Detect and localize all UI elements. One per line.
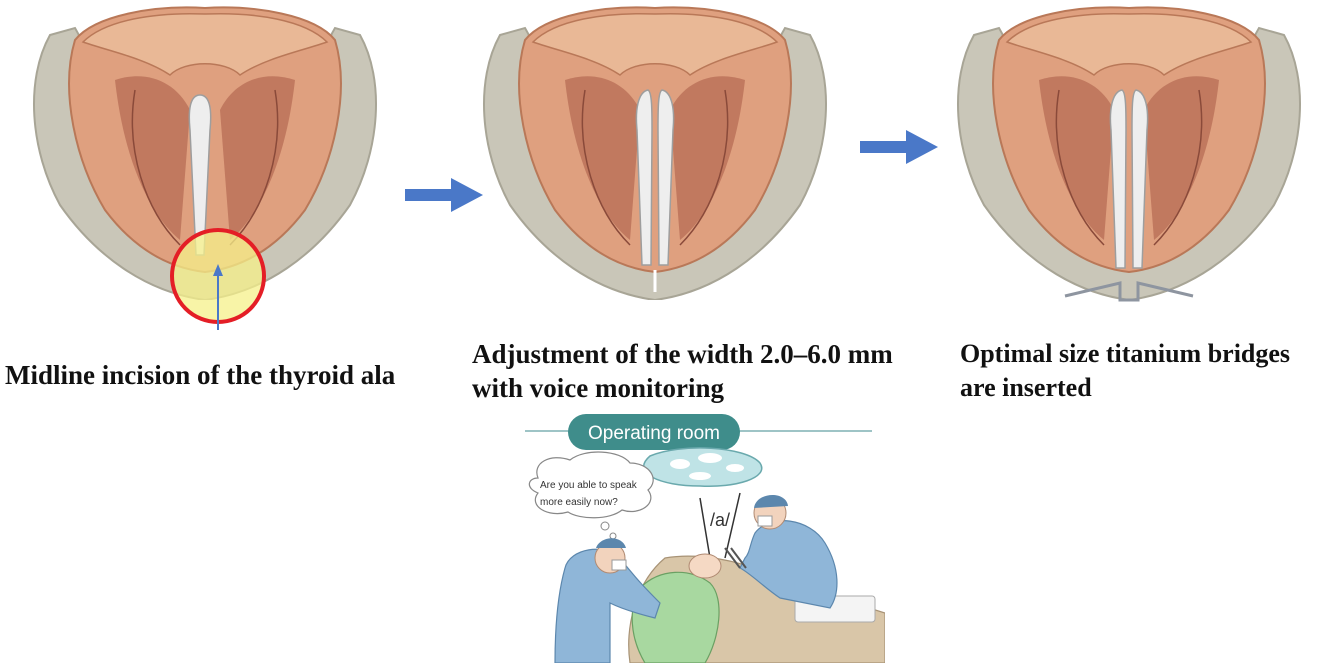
caption-line: with voice monitoring	[472, 371, 893, 405]
larynx-illustration-adjustment	[445, 0, 865, 320]
speech-line: more easily now?	[540, 497, 618, 508]
patient-gown	[632, 572, 719, 663]
patient-head	[689, 554, 721, 578]
operating-room-title: Operating room	[588, 423, 720, 444]
caption-line: Optimal size titanium bridges	[960, 337, 1290, 371]
surgical-lamp	[644, 448, 762, 486]
caption-adjustment: Adjustment of the width 2.0–6.0 mm with …	[472, 337, 893, 405]
caption-line: are inserted	[960, 371, 1290, 405]
caption-bridges: Optimal size titanium bridges are insert…	[960, 337, 1290, 405]
caption-line: Adjustment of the width 2.0–6.0 mm	[472, 337, 893, 371]
caption-incision: Midline incision of the thyroid ala	[5, 358, 395, 392]
larynx-illustration-bridges	[925, 0, 1333, 320]
vowel-sound: /a/	[710, 510, 730, 530]
larynx-illustration-incision	[0, 0, 410, 320]
operating-room-illustration: Operating room Are you able to speak mor…	[510, 408, 885, 663]
speech-line: Are you able to speak	[540, 480, 638, 491]
